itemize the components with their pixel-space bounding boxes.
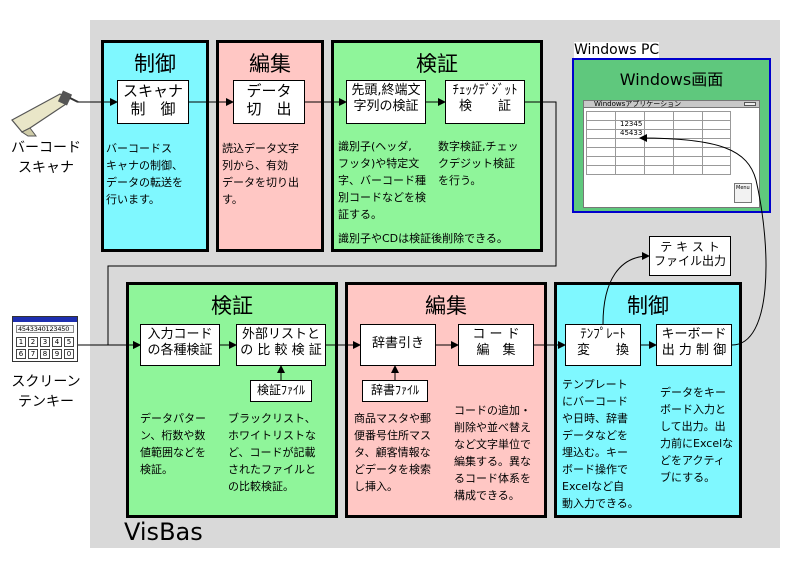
key[interactable]: 5 <box>64 337 74 347</box>
panel-verify-top: 検証 <box>331 40 543 252</box>
edit-bottom-desc1: 商品マスタや郵 便番号住所マス タ、顧客情報な どデータを検索 し挿入。 <box>354 412 431 493</box>
keypad-titlebar <box>13 317 77 322</box>
data-extract-box: データ 切 出 <box>233 80 305 124</box>
verify-bottom-desc2: ブラックリスト、 ホワイトリストな ど、コードが記載 されたファイルと の比較検… <box>228 412 316 493</box>
verify-top-note: 識別子やCDは検証後削除できる。 <box>338 232 508 245</box>
text-file-output-box: テ キ ス ト ファイル出力 <box>649 236 731 276</box>
edit-bottom-desc2: コードの追加・ 削除や並べ替え など文字単位で 編集する。異な るコード体系を … <box>454 404 531 502</box>
edit-top-desc: 読込データ文字 列から、有効 データを切り出 す。 <box>222 142 299 206</box>
panel-edit-top: 編集 <box>216 40 324 252</box>
keyboard-output-box: キーボード 出 力 制 御 <box>656 324 732 366</box>
panel-control-top: 制御 <box>101 40 209 252</box>
screen-keypad-icon: 4543340123450 1 2 3 4 5 6 7 8 9 0 <box>12 316 78 362</box>
key[interactable]: 3 <box>40 337 50 347</box>
window-buttons-icon <box>744 102 756 106</box>
windows-pc-label: Windows PC <box>574 42 660 58</box>
panel-title: 検証 <box>416 52 458 76</box>
dictionary-file-box: 辞書ﾌｧｲﾙ <box>362 380 428 402</box>
keypad-display-value: 4543340123450 <box>18 325 70 333</box>
panel-title: 編集 <box>249 52 291 76</box>
template-convert-box: ﾃﾝﾌﾟﾚｰﾄ 変 換 <box>565 324 641 366</box>
external-list-compare-box: 外部リストと の 比 較 検 証 <box>236 324 326 366</box>
visbas-label: VisBas <box>124 518 203 546</box>
key[interactable]: 2 <box>28 337 38 347</box>
key[interactable]: 6 <box>16 349 26 359</box>
verify-top-desc1: 識別子(ヘッダ, フッタ)や特定文 字、バーコード種 別コードなどを検 証する。 <box>338 140 426 221</box>
control-bottom-desc2: データをキー ボード入力と して出力。出 力前にExcelな どをアクティ ブに… <box>660 386 734 484</box>
key[interactable]: 9 <box>52 349 62 359</box>
connector-top-to-bottom <box>107 101 557 349</box>
panel-title: 制御 <box>627 294 669 318</box>
menu-label: Menu <box>736 185 750 191</box>
code-edit-box: コ ー ド 編 集 <box>458 324 534 366</box>
panel-title: 検証 <box>211 294 253 318</box>
verify-bottom-desc1: データパター ン、桁数や数 値範囲などを 検証。 <box>140 412 206 476</box>
panel-control-bottom: 制御 <box>554 282 742 518</box>
arrow-keyboard-to-windows <box>639 134 767 346</box>
scanner-control-box: スキャナ 制 御 <box>117 80 189 124</box>
key[interactable]: 8 <box>40 349 50 359</box>
control-bottom-desc1: テンプレート にバーコード や日時、辞書 データなどを 埋込む。キー ボード操作… <box>562 378 639 510</box>
key[interactable]: 7 <box>28 349 38 359</box>
cell-value: 45433 <box>620 129 643 137</box>
panel-title: 編集 <box>425 294 467 318</box>
input-code-verify-box: 入力コード の各種検証 <box>140 324 220 366</box>
panel-title: 制御 <box>134 52 176 76</box>
control-top-desc: バーコードス キャナの制御、 データの転送を 行います。 <box>106 142 183 206</box>
scanner-label: バーコード スキャナ <box>11 140 81 176</box>
app-title-bar: Windowsアプリケーション <box>584 100 759 108</box>
head-tail-verify-box: 先頭,終端文 字列の検証 <box>346 80 426 124</box>
screen-keypad-label: スクリーン テンキー <box>11 374 81 410</box>
arrow-template-to-textfile <box>602 252 650 325</box>
menu-button[interactable]: Menu <box>734 183 752 203</box>
key[interactable]: 4 <box>52 337 62 347</box>
key[interactable]: 0 <box>64 349 74 359</box>
cell-value: 12345 <box>620 120 643 128</box>
keypad-display: 4543340123450 <box>16 325 74 333</box>
verify-top-desc2: 数字検証,チェッ クデジット検証 を行う。 <box>438 140 519 187</box>
app-title: Windowsアプリケーション <box>594 100 682 108</box>
key[interactable]: 1 <box>16 337 26 347</box>
windows-screen-title: Windows画面 <box>619 70 724 89</box>
barcode-scanner-icon <box>11 90 79 137</box>
verify-file-box: 検証ﾌｧｲﾙ <box>250 380 312 402</box>
